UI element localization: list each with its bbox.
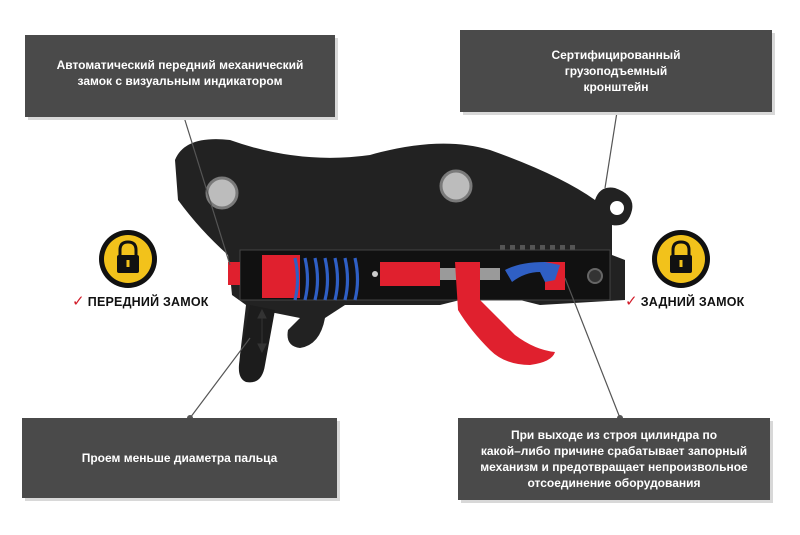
callout-line: При выходе из строя цилиндра по: [510, 428, 718, 442]
callout-line: Сертифицированный: [551, 48, 681, 62]
rear-lock-text: ЗАДНИЙ ЗАМОК: [640, 295, 745, 309]
callout-line: Проем меньше диаметра пальца: [81, 451, 278, 465]
rear-lock-badge: [652, 230, 710, 288]
front-lock-red: [228, 255, 300, 298]
padlock-icon: [670, 240, 692, 273]
blue-latch: [505, 262, 560, 282]
leader-lines: [183, 111, 621, 419]
callout-line: грузоподъемный: [564, 64, 668, 78]
callout-line: механизм и предотвращает непроизвольное: [480, 460, 748, 474]
callout-rear-lock: При выходе из строя цилиндра по какой–ли…: [458, 418, 770, 500]
front-lock-badge: [99, 230, 157, 288]
front-lock-label: ✓ПЕРЕДНИЙ ЗАМОК: [72, 292, 209, 310]
checkmark-icon: ✓: [625, 292, 638, 310]
rear-hook-red: [455, 262, 555, 365]
front-lock-text: ПЕРЕДНИЙ ЗАМОК: [87, 295, 209, 309]
callout-opening: Проем меньше диаметра пальца: [22, 418, 337, 498]
callout-line: отсоединение оборудования: [527, 476, 701, 490]
callout-line: какой–либо причине срабатывает запорный: [480, 444, 748, 458]
rear-lock-label: ✓ЗАДНИЙ ЗАМОК: [625, 292, 745, 310]
spring: [293, 257, 360, 301]
cylinder-rod: [380, 262, 440, 286]
callout-line: Автоматический передний механический: [56, 58, 304, 72]
opening-dimension: [257, 308, 267, 354]
callout-lifting-bracket: Сертифицированный грузоподъемный кронште…: [460, 30, 772, 112]
rear-bolt: [587, 268, 603, 284]
bolt: [372, 271, 378, 277]
padlock-icon: [117, 240, 139, 273]
callout-line: кронштейн: [583, 80, 649, 94]
checkmark-icon: ✓: [72, 292, 85, 310]
pin-right: [439, 169, 473, 203]
callout-line: замок с визуальным индикатором: [77, 74, 283, 88]
front-jaw: [238, 305, 275, 383]
callout-front-lock: Автоматический передний механический зам…: [25, 35, 335, 117]
lifting-eye: [610, 201, 624, 215]
